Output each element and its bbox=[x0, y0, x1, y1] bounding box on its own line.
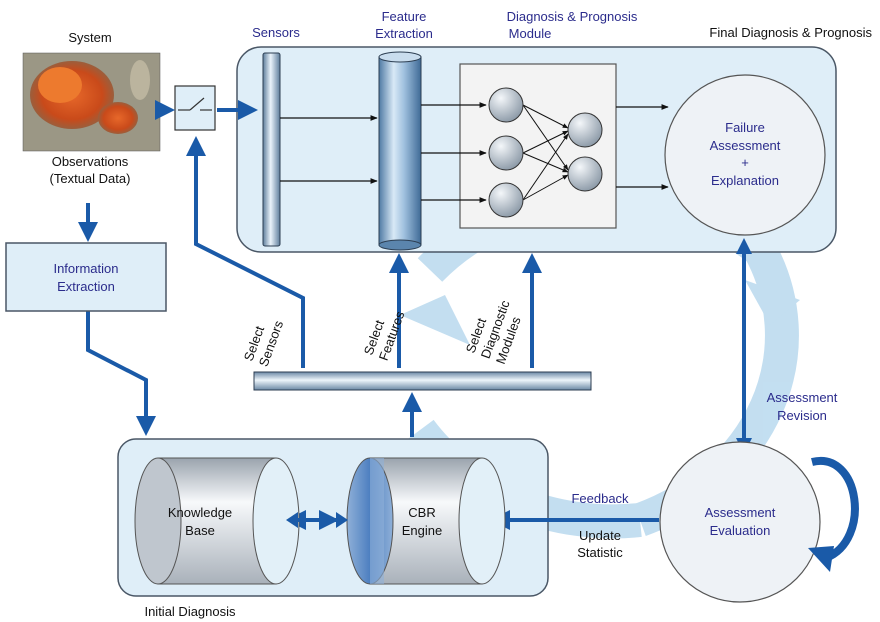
system-photo bbox=[22, 52, 161, 152]
sensor-feature-arrows bbox=[280, 115, 378, 184]
assessment-evaluation-circle bbox=[659, 441, 821, 603]
sensors-bar bbox=[262, 52, 281, 247]
info-extraction-label-1: Information bbox=[53, 261, 118, 276]
neuron-node-icon bbox=[567, 156, 603, 192]
knowledge-base-cylinder bbox=[134, 457, 300, 585]
selection-bar bbox=[253, 371, 592, 391]
kb-cbr-double-arrow bbox=[286, 512, 348, 528]
cbr-engine-label-2: Engine bbox=[402, 523, 442, 538]
info-extraction-label-2: Extraction bbox=[57, 279, 115, 294]
failure-label-2: Assessment bbox=[710, 138, 781, 153]
neuron-node-icon bbox=[488, 182, 524, 218]
neuron-node-icon bbox=[567, 112, 603, 148]
feature-extraction-label-1: Feature bbox=[382, 9, 427, 24]
observations-label: Observations bbox=[52, 154, 129, 169]
neural-net-edges bbox=[522, 104, 569, 201]
information-extraction-box bbox=[5, 242, 167, 312]
feature-extraction-cylinder bbox=[378, 51, 422, 251]
final-diagnosis-label: Final Diagnosis & Prognosis bbox=[709, 25, 872, 40]
assessment-eval-label-1: Assessment bbox=[705, 505, 776, 520]
update-statistic-label-2: Statistic bbox=[577, 545, 623, 560]
up-arrowhead bbox=[736, 238, 752, 254]
cbr-engine-cylinder bbox=[346, 457, 506, 585]
failure-label-3: + bbox=[741, 155, 749, 170]
feature-module-arrows bbox=[421, 102, 487, 203]
select-modules-label: Select Diagnostic Modules bbox=[463, 298, 524, 366]
switch-icon bbox=[174, 85, 216, 131]
system-label: System bbox=[68, 30, 111, 45]
assessment-revision-label-1: Assessment bbox=[767, 390, 838, 405]
textual-data-label: (Textual Data) bbox=[50, 171, 131, 186]
cbr-engine-label-1: CBR bbox=[408, 505, 435, 520]
update-statistic-label-1: Update bbox=[579, 528, 621, 543]
self-loop-arrow bbox=[808, 456, 859, 572]
module-failure-arrows bbox=[616, 104, 669, 190]
failure-label-4: Explanation bbox=[711, 173, 779, 188]
sensors-label: Sensors bbox=[252, 25, 300, 40]
assessment-eval-label-2: Evaluation bbox=[710, 523, 771, 538]
neuron-node-icon bbox=[488, 135, 524, 171]
assessment-revision-label-2: Revision bbox=[777, 408, 827, 423]
failure-label-1: Failure bbox=[725, 120, 765, 135]
knowledge-base-label-2: Base bbox=[185, 523, 215, 538]
failure-assessment-circle bbox=[664, 74, 826, 236]
diag-module-label-2: Module bbox=[509, 26, 552, 41]
feedback-label: Feedback bbox=[571, 491, 629, 506]
select-sensors-label: Select Sensors bbox=[241, 318, 287, 368]
initial-diagnosis-label: Initial Diagnosis bbox=[144, 604, 236, 619]
knowledge-base-label-1: Knowledge bbox=[168, 505, 232, 520]
neural-net-nodes bbox=[488, 87, 603, 218]
diag-module-label-1: Diagnosis & Prognosis bbox=[507, 9, 638, 24]
feature-extraction-label-2: Extraction bbox=[375, 26, 433, 41]
neuron-node-icon bbox=[488, 87, 524, 123]
flow-arrows bbox=[78, 100, 746, 530]
